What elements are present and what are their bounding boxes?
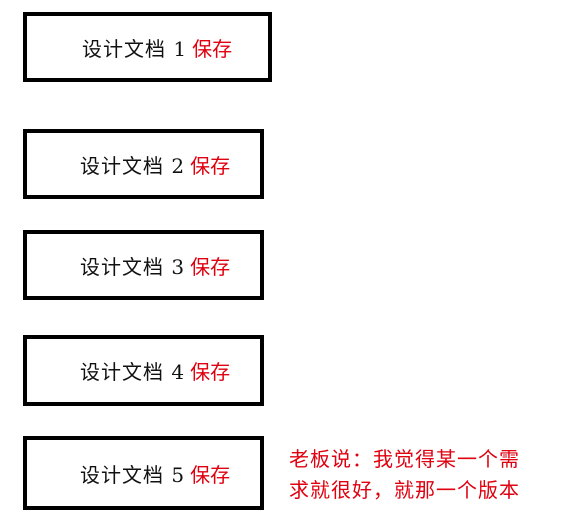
save-status-label: 保存 — [190, 462, 231, 487]
document-card-1[interactable]: 设计文档 1 保存 — [23, 12, 272, 82]
save-status-label: 保存 — [192, 36, 233, 61]
boss-comment-line-1: 老板说：我觉得某一个需 — [289, 447, 520, 471]
document-card-3[interactable]: 设计文档 3 保存 — [23, 230, 264, 300]
document-title: 设计文档 1 — [82, 36, 188, 61]
document-title: 设计文档 4 — [80, 360, 186, 384]
save-status-label: 保存 — [190, 153, 231, 178]
document-title: 设计文档 3 — [80, 254, 186, 279]
document-title: 设计文档 2 — [80, 153, 186, 178]
document-title: 设计文档 5 — [80, 462, 186, 487]
document-card-4[interactable]: 设计文档 4 保存 — [23, 335, 264, 406]
document-card-2[interactable]: 设计文档 2 保存 — [23, 129, 264, 199]
boss-comment-annotation: 老板说：我觉得某一个需 求就很好，就那一个版本 — [289, 444, 573, 506]
save-status-label: 保存 — [190, 254, 231, 279]
save-status-label: 保存 — [190, 360, 231, 384]
document-card-5[interactable]: 设计文档 5 保存 — [23, 436, 264, 510]
boss-comment-line-2: 求就很好，就那一个版本 — [289, 478, 520, 502]
